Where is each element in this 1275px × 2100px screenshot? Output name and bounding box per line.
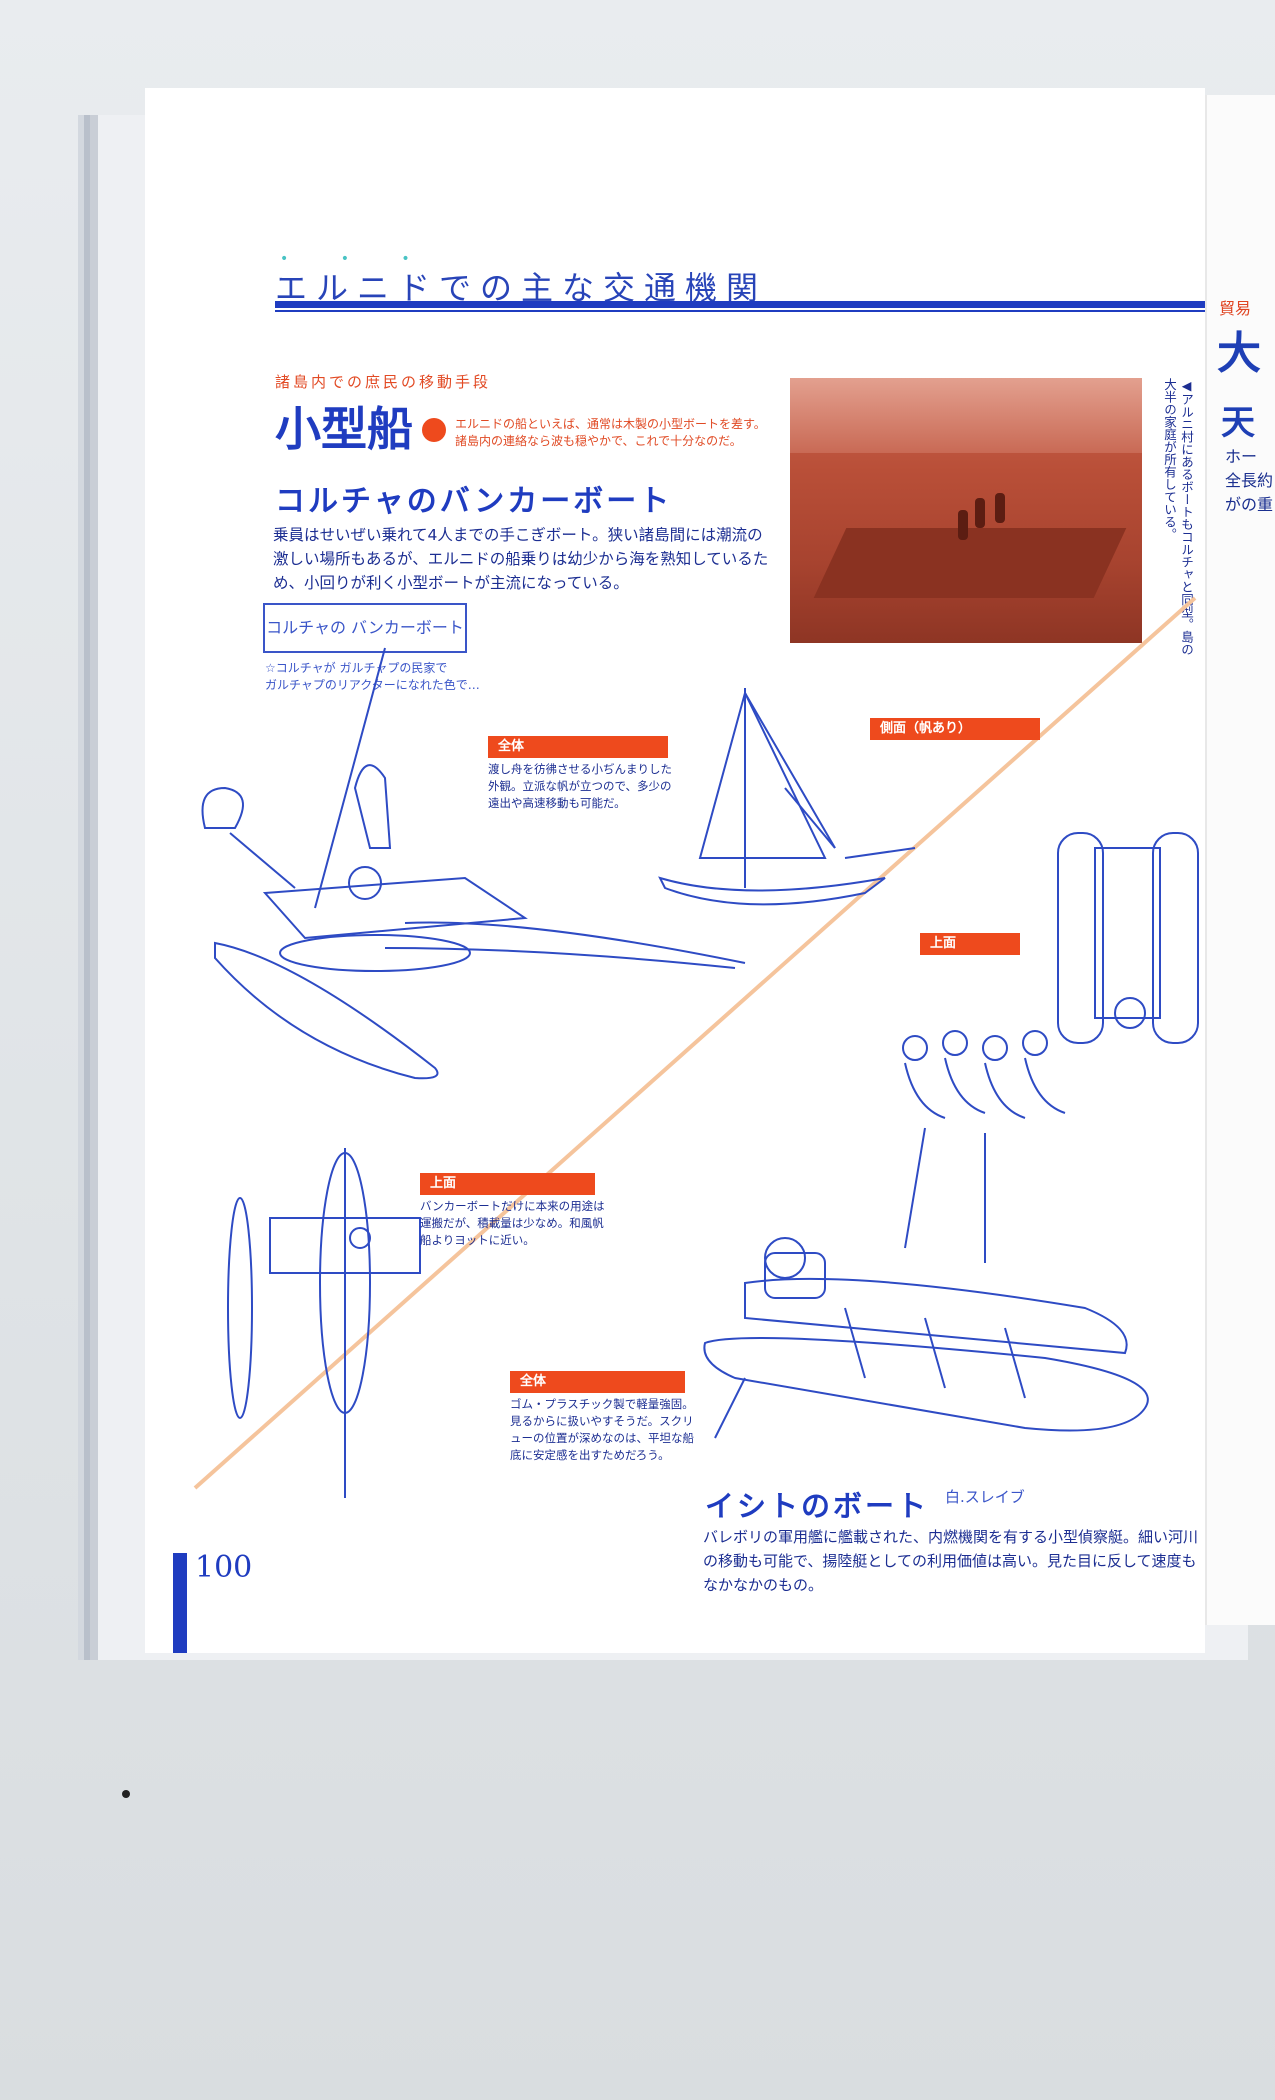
adjacent-page-line: ホー bbox=[1225, 447, 1258, 466]
isito-boat-top-sketch bbox=[1057, 832, 1199, 1044]
adjacent-page-subtitle: 天 bbox=[1221, 403, 1255, 443]
adjacent-page-body: ホー 全長約 がの重 bbox=[1225, 445, 1275, 517]
adjacent-page-title: 大 bbox=[1217, 328, 1261, 379]
decorative-dots: • • • bbox=[280, 251, 434, 267]
label-tag-side: 側面（帆あり） bbox=[870, 718, 1040, 740]
photo-sky bbox=[790, 378, 1142, 453]
handwritten-note-line: ガルチャプのリアクターになれた色で… bbox=[265, 678, 480, 692]
isito-boat-body: バレボリの軍用艦に艦載された、内燃機関を有する小型偵察艇。細い河川の移動も可能で… bbox=[703, 1528, 1199, 1594]
page-number-mark bbox=[173, 1553, 187, 1653]
label-text-full-isito: ゴム・プラスチック製で軽量強固。見るからに扱いやすそうだ。スクリューの位置が深め… bbox=[510, 1397, 694, 1462]
adjacent-page-line: 全長約 bbox=[1225, 471, 1274, 490]
red-dot-bullet bbox=[422, 418, 446, 442]
isito-boat-signature: 白.スレイブ bbox=[945, 1488, 1025, 1506]
subtitle: 諸島内での庶民の移動手段 bbox=[275, 373, 492, 391]
label-text-full: 渡し舟を彷彿させる小ぢんまりした外観。立派な帆が立つので、多少の遠出や高速移動も… bbox=[488, 762, 672, 810]
photo-figure bbox=[995, 493, 1005, 523]
bunker-boat-side-sketch bbox=[658, 688, 916, 906]
photo-figure bbox=[975, 498, 985, 528]
label-tag-full: 全体 bbox=[488, 736, 668, 758]
photo-caption: ◀アルニ村にあるボートもコルチャと同型。島の大半の家庭が所有している。 bbox=[1162, 378, 1194, 656]
bunker-boat-top-sketch bbox=[227, 1148, 421, 1498]
label-text-top-bunker: バンカーボートだけに本来の用途は運搬だが、積載量は少なめ。和風帆船よりヨットに近… bbox=[420, 1199, 605, 1247]
title-rule bbox=[275, 301, 1205, 308]
label-tag-top-bunker: 上面 bbox=[420, 1173, 595, 1195]
handwritten-note-line: ☆コルチャが ガルチャプの民家で bbox=[265, 661, 448, 675]
section-title: エルニドでの主な交通機関 bbox=[275, 269, 768, 307]
photo-screenshot bbox=[790, 378, 1142, 643]
bunker-boat-heading: コルチャのバンカーボート bbox=[275, 484, 673, 519]
adjacent-page-edge: 貿易 大 天 ホー 全長約 がの重 bbox=[1205, 95, 1275, 1625]
bunker-boat-body: 乗員はせいぜい乗れて4人までの手こぎボート。狭い諸島間には潮流の激しい場所もある… bbox=[273, 526, 769, 592]
label-tag-full-isito: 全体 bbox=[510, 1371, 685, 1393]
label-tag-top-isito: 上面 bbox=[920, 933, 1020, 955]
page-number: 100 bbox=[195, 1550, 253, 1585]
adjacent-page-label: 貿易 bbox=[1219, 299, 1252, 318]
book-page: • • • エルニドでの主な交通機関 諸島内での庶民の移動手段 小型船 エルニド… bbox=[145, 88, 1205, 1653]
handwritten-note: ☆コルチャが ガルチャプの民家で ガルチャプのリアクターになれた色で… bbox=[265, 660, 480, 694]
boat-sketches bbox=[193, 596, 1199, 1498]
diagonal-separator bbox=[193, 596, 1197, 1490]
isito-boat-heading: イシトのボート bbox=[705, 1489, 930, 1523]
adjacent-page-line: がの重 bbox=[1225, 495, 1274, 514]
crew-figures-sketch bbox=[902, 1030, 1066, 1263]
main-title: 小型船 bbox=[275, 402, 413, 456]
title-rule-thin bbox=[275, 310, 1205, 312]
title-description: エルニドの船といえば、通常は木製の小型ボートを差す。諸島内の連絡なら波も穏やかで… bbox=[455, 417, 766, 448]
scan-dust bbox=[122, 1790, 130, 1798]
handwritten-title-box: コルチャの バンカーボート bbox=[263, 603, 467, 653]
bunker-boat-full-sketch bbox=[201, 647, 746, 1080]
isito-boat-full-sketch bbox=[703, 1237, 1149, 1439]
photo-figure bbox=[958, 510, 968, 540]
